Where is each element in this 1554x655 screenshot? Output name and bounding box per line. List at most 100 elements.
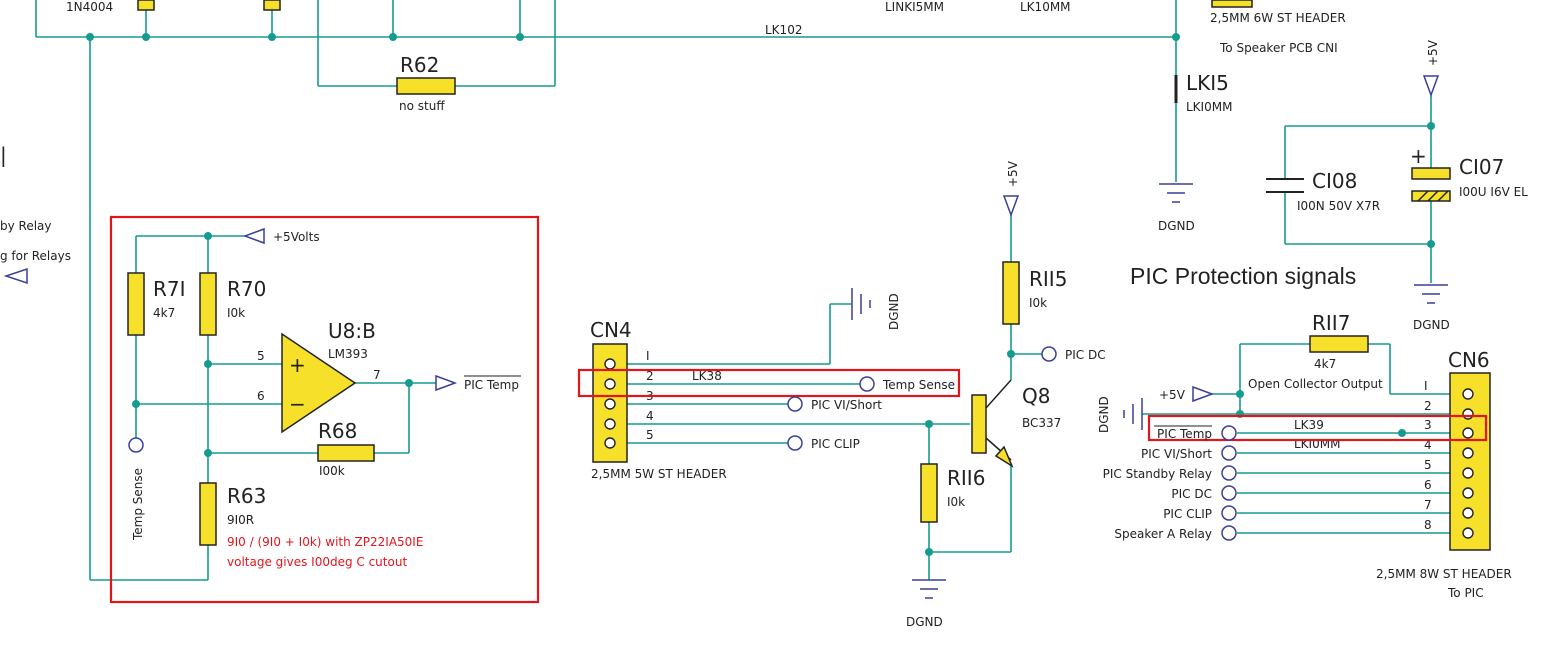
cn4-pin-3 [604,398,616,410]
u8-pin5: 5 [257,349,265,363]
c107-plus5v-arrow-icon [1422,75,1440,98]
temp-circuit-highlight-box [109,215,540,604]
cn6-pin-label-2: 2 [1424,399,1432,413]
plus5volts-arrow-icon [242,227,265,245]
cn6-plus5v-label: +5V [1159,388,1186,402]
r63-value: 9I0R [227,513,254,527]
u8-plus-sign: + [289,353,306,377]
left-relays-label: g for Relays [0,249,71,263]
c108-capacitor [1266,178,1304,193]
diode-label: 1N4004 [66,0,113,14]
lk15-dgnd-icon [1159,183,1193,203]
c107-dgnd-icon [1414,284,1448,304]
r71-resistor [127,272,145,336]
u8-ref: U8:B [328,319,376,343]
speaker-header-label: 2,5MM 6W ST HEADER [1210,11,1346,25]
cn4-pin-4 [604,418,616,430]
cn6-pin-7 [1462,507,1474,519]
cn4-clip-label: PIC CLIP [811,437,860,451]
cn6-speaker-a-relay-port-icon [1221,525,1237,541]
cn4-clip-port-icon [787,435,803,451]
linkl5mm-label: LINKI5MM [885,0,944,14]
r117-ref: RII7 [1312,311,1350,335]
cn6-pin-4 [1462,447,1474,459]
cn6-pin-label-1: I [1424,379,1428,393]
cn6-pin-label-3: 3 [1424,418,1432,432]
cn6-pin-2 [1462,408,1474,420]
c107-capacitor [1411,167,1451,202]
c107-value: I00U I6V EL [1459,185,1528,199]
cn6-vi-short-label: PIC VI/Short [1141,447,1212,461]
cutout-note-line1: 9I0 / (9I0 + I0k) with ZP22IA50IE [227,535,423,549]
cap-wiring [1284,95,1435,283]
c108-value: I00N 50V X7R [1297,199,1380,213]
cn6-speaker-a-relay-label: Speaker A Relay [1114,527,1212,541]
cn6-pin-label-8: 8 [1424,518,1432,532]
left-arrow-icon [3,267,28,285]
r70-value: I0k [227,306,245,320]
r116-resistor [920,463,938,523]
cn6-pic-temp-label: PIC Temp [1157,427,1212,441]
cn4-pin-1 [604,358,616,370]
cn4-pin-5 [604,437,616,449]
cn6-pic-dc-port-icon [1221,485,1237,501]
cn6-plus5v-arrow-icon [1192,385,1215,403]
pic-dc-label: PIC DC [1065,348,1106,362]
cn6-dgnd-icon [1123,398,1143,430]
temp-sense-vertical-label: Temp Sense [131,468,145,541]
cn4-dgnd-label: DGND [887,293,901,330]
cn6-pin-label-6: 6 [1424,478,1432,492]
cn4-wiring [616,303,970,444]
r62-ref: R62 [400,53,439,77]
cn6-ref: CN6 [1448,348,1490,372]
cn6-pin-6 [1462,487,1474,499]
left-relay-label: by Relay [0,219,52,233]
cn6-standby-relay-port-icon [1221,465,1237,481]
r68-ref: R68 [318,419,357,443]
cn4-temp-sense-label: Temp Sense [882,378,955,392]
speaker-header-stub [1211,0,1253,8]
r62-resistor [396,77,456,95]
r116-ref: RII6 [947,466,985,490]
section-title: PIC Protection signals [1130,263,1356,289]
pic-dc-port-icon [1041,346,1057,362]
cn6-pic-dc-label: PIC DC [1171,487,1212,501]
temp-sense-port-icon [128,437,144,453]
cn6-pin-label-5: 5 [1424,458,1432,472]
cn4-pin-2 [604,378,616,390]
r62-value: no stuff [399,99,445,113]
cn4-pin-label-4: 4 [646,409,654,423]
cn4-temp-sense-highlight [577,368,961,398]
cn6-wiring [1142,343,1462,534]
cn4-ref: CN4 [590,318,632,342]
pic-temp-arrow-icon [435,374,458,392]
r117-value: 4k7 [1314,357,1336,371]
u8-pin7: 7 [373,368,381,382]
top-wiring [35,0,1180,581]
r115-ref: RII5 [1029,267,1067,291]
cn4-pin-label-2: 2 [646,369,654,383]
pic-temp-out-label: PIC Temp [464,378,519,392]
r63-resistor [199,482,217,546]
u8-value: LM393 [328,347,368,361]
q8-wiring [925,215,1042,580]
cn6-standby-relay-label: PIC Standby Relay [1103,467,1212,481]
lk15-ref: LKI5 [1186,71,1229,95]
cn4-pin-label-1: I [646,349,650,363]
cn4-vi-short-label: PIC VI/Short [811,398,882,412]
lk38-label: LK38 [692,369,722,383]
cn6-pic-temp-highlight [1147,414,1488,442]
temp-circuit-wiring [132,232,436,580]
r71-ref: R7I [153,277,186,301]
cn4-dgnd-icon [851,288,871,320]
lk10mm-top-label: LK10MM [1020,0,1071,14]
r68-value: I00k [319,464,345,478]
cn4-footprint: 2,5MM 5W ST HEADER [591,467,727,481]
cn6-dgnd-label: DGND [1097,396,1111,433]
u8-minus-sign: − [289,392,306,416]
c107-dgnd-label: DGND [1413,318,1450,332]
cn4-temp-sense-port-icon [859,376,875,392]
plus5volts-label: +5Volts [273,230,320,244]
cn4-pin-label-5: 5 [646,428,654,442]
